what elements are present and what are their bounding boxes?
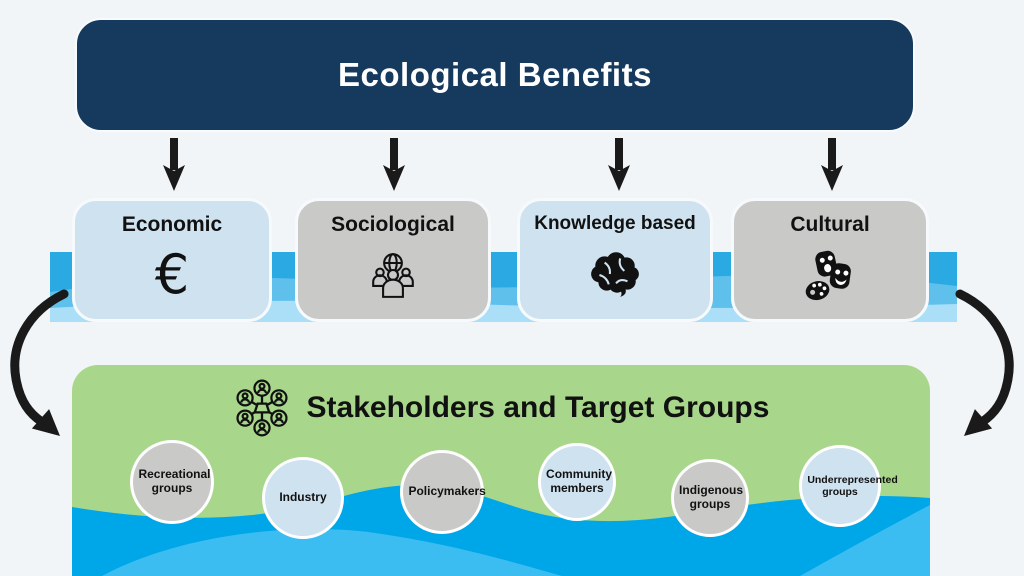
category-knowledge-based: Knowledge based: [517, 198, 713, 322]
water-wave-graphic: [72, 484, 930, 576]
euro-icon: €: [154, 243, 190, 306]
down-arrow-icon: [383, 138, 405, 191]
category-economic: Economic €: [72, 198, 272, 322]
brain-icon: [591, 252, 639, 297]
group-recreational: Recreational groups: [130, 440, 214, 524]
category-label: Knowledge based: [534, 213, 696, 234]
stakeholders-header: Stakeholders and Target Groups: [72, 379, 930, 437]
people-globe-icon: [372, 253, 414, 298]
curved-arrow-right-icon: [955, 289, 1014, 436]
category-label: Cultural: [790, 213, 870, 236]
group-industry: Industry: [262, 457, 344, 539]
people-network-icon: [235, 379, 288, 437]
down-arrow-icon: [163, 138, 185, 191]
page-title: Ecological Benefits: [338, 56, 652, 93]
group-underrepresented: Underrepresented groups: [799, 445, 898, 527]
curved-arrow-left-icon: [10, 289, 69, 436]
group-community: Community members: [538, 443, 616, 521]
ecological-benefits-header: Ecological Benefits: [75, 18, 915, 132]
down-arrow-icon: [608, 138, 630, 191]
category-label: Economic: [121, 213, 223, 236]
category-label: Sociological: [331, 213, 455, 236]
stakeholders-panel: Stakeholders and Target Groups Recreatio…: [72, 365, 930, 576]
group-indigenous: Indigenous groups: [671, 459, 749, 537]
theater-masks-palette-icon: [805, 250, 851, 301]
category-cultural: Cultural: [731, 198, 929, 322]
category-sociological: Sociological: [295, 198, 491, 322]
group-policymakers: Policymakers: [400, 450, 486, 534]
stakeholders-title: Stakeholders and Target Groups: [306, 391, 770, 424]
down-arrow-icon: [821, 138, 843, 191]
